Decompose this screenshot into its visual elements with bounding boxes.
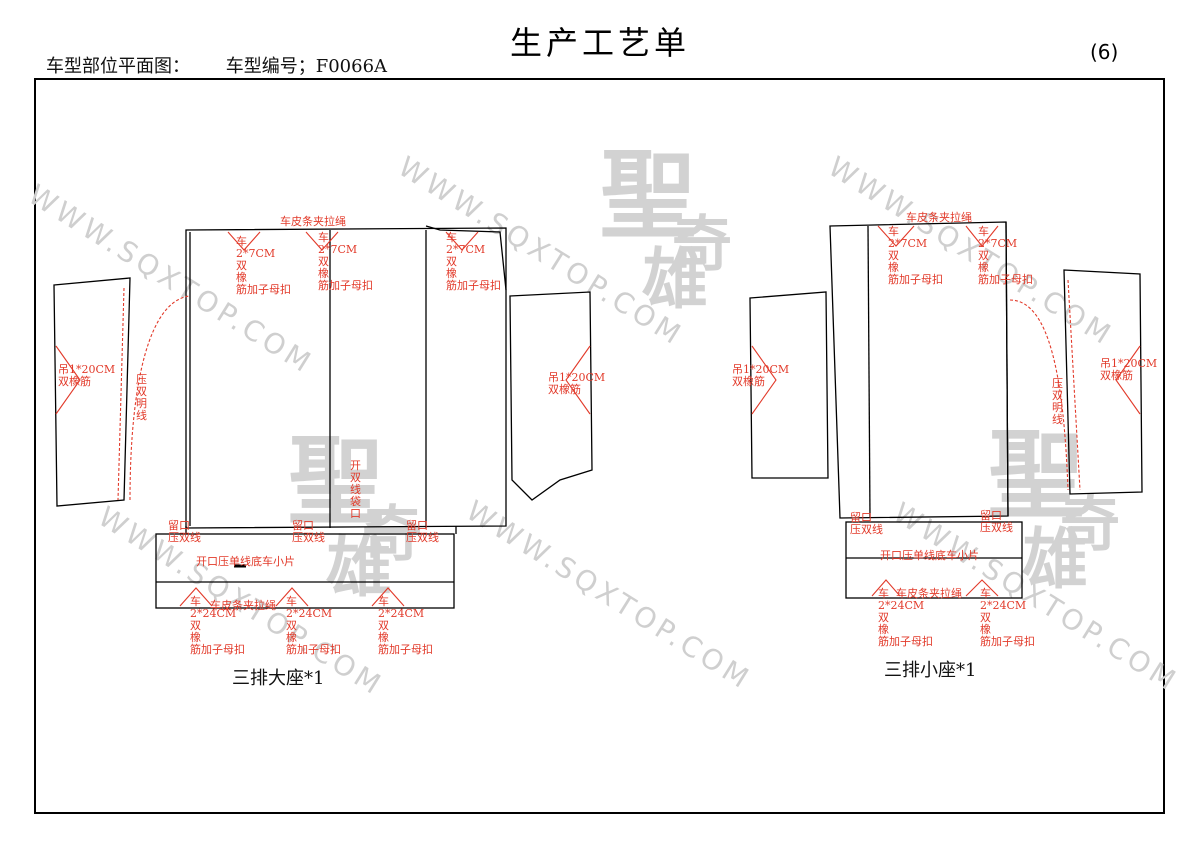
left-flap-a-note: 车 2*24CM 双 橡 筋加子母扣 [190, 595, 245, 656]
right-bottom-left-note: 留口 压双线 [850, 511, 883, 536]
model-label: 车型编号；F0066A [225, 56, 388, 77]
right-bottom-right-note: 留口 压双线 [980, 509, 1013, 534]
watermark-logo-char: 聖 [600, 139, 696, 252]
right-left-wing-panel [749, 291, 829, 479]
left-flap-text-note: 开口压单线底车小片 [196, 555, 295, 568]
left-flap-strip-note: 车皮条夹拉绳 [210, 599, 276, 612]
left-main-panel [185, 227, 507, 529]
right-flap-strip-note: 车皮条夹拉绳 [896, 587, 962, 600]
right-flap-b-note: 车 2*24CM 双 橡 筋加子母扣 [980, 587, 1035, 648]
left-top-strip-note: 车皮条夹拉绳 [280, 215, 346, 228]
watermark-logo-char: 奇 [362, 500, 422, 570]
right-curve-seam [1009, 299, 1069, 491]
page-number: (6) [1090, 40, 1119, 64]
right-top-a-note: 车 2*7CM 双 橡 筋加子母扣 [888, 225, 943, 286]
watermark-logo-char: 雄 [1022, 520, 1088, 598]
left-bottom-mid-note: 留口 压双线 [292, 519, 325, 544]
left-wing-note: 吊1*20CM 双橡筋 [58, 363, 116, 388]
right-right-wing-panel [1063, 269, 1143, 495]
left-top-c-note: 车 2*7CM 双 橡 筋加子母扣 [446, 231, 501, 292]
watermark-logo-char: 聖 [288, 425, 384, 538]
left-center-slot-note: 开 双 线 袋 口 [350, 459, 361, 520]
left-bottom-left-note: 留口 压双线 [168, 519, 201, 544]
document-title: 生产工艺单 [509, 24, 690, 62]
right-flap-a-note: 车 2*24CM 双 橡 筋加子母扣 [878, 587, 933, 648]
left-wing-panel [53, 277, 131, 507]
watermark-logo-char: 奇 [672, 210, 732, 280]
left-flap-panel [155, 533, 455, 609]
watermark-logo-char: 奇 [1060, 490, 1120, 560]
right-flap-text-note: 开口压单线底车小片 [880, 549, 979, 562]
watermark-logo-char: 雄 [326, 528, 392, 606]
watermark-logo-char: 雄 [642, 240, 708, 318]
left-curve-seam [129, 295, 191, 501]
left-bottom-right-note: 留口 压双线 [406, 519, 439, 544]
left-right-wing-note: 吊1*20CM 双橡筋 [548, 371, 606, 396]
right-flap-panel [845, 521, 1023, 599]
right-top-b-note: 车 2*7CM 双 橡 筋加子母扣 [978, 225, 1033, 286]
right-right-wing-note: 吊1*20CM 双橡筋 [1100, 357, 1158, 382]
left-top-b-note: 车 2*7CM 双 橡 筋加子母扣 [318, 231, 373, 292]
right-left-wing-note: 吊1*20CM 双橡筋 [732, 363, 790, 388]
plan-label: 车型部位平面图： [46, 56, 190, 77]
left-right-wing-panel [509, 291, 593, 501]
right-top-strip-note: 车皮条夹拉绳 [906, 211, 972, 224]
left-curve-note: 压 双 明 线 [136, 373, 147, 422]
left-top-a-note: 车 2*7CM 双 橡 筋加子母扣 [236, 235, 291, 296]
right-diagram-caption: 三排小座*1 [884, 660, 977, 681]
header-labels: 车型部位平面图： 车型编号；F0066A [46, 52, 417, 78]
left-flap-c-note: 车 2*24CM 双 橡 筋加子母扣 [378, 595, 433, 656]
left-diagram-caption: 三排大座*1 [232, 668, 325, 689]
right-curve-note: 压 双 明 线 [1052, 377, 1063, 426]
left-flap-b-note: 车 2*24CM 双 橡 筋加子母扣 [286, 595, 341, 656]
drawing-frame [34, 78, 1165, 814]
